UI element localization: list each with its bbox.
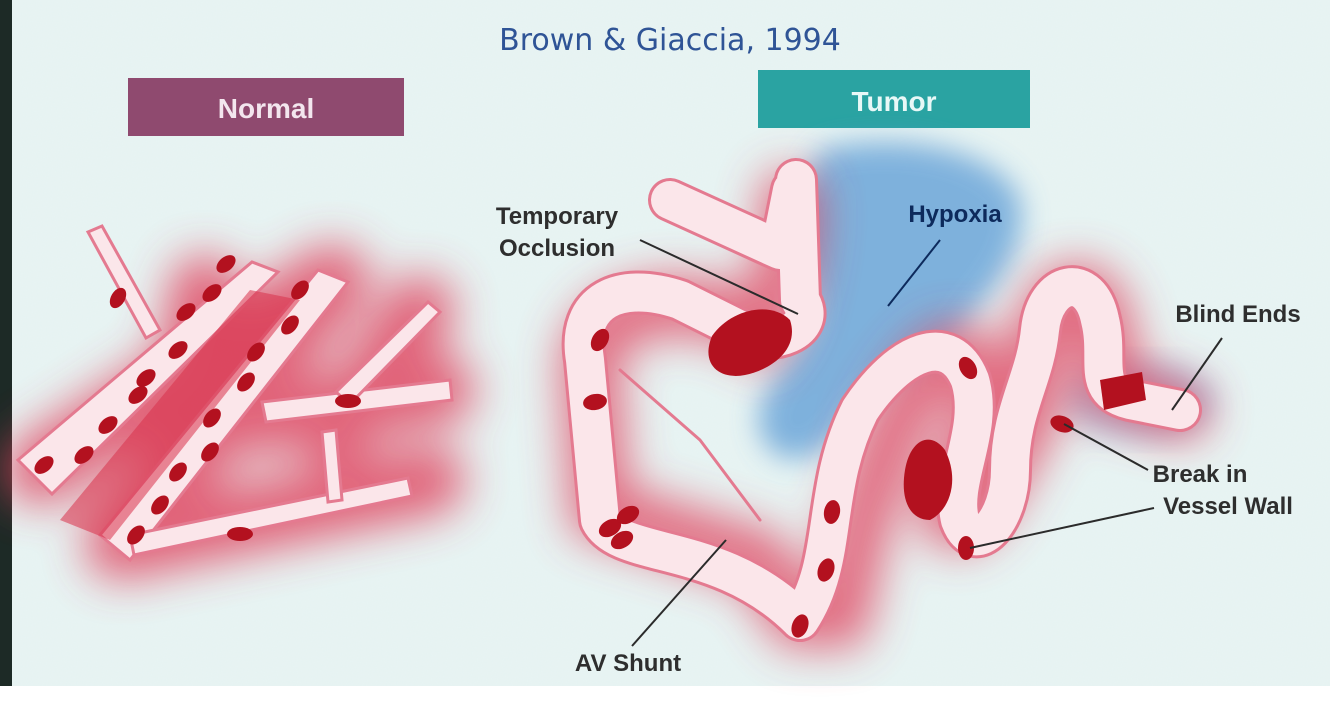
blind-ends-label: Blind Ends <box>1175 301 1300 328</box>
av-shunt-label: AV Shunt <box>575 650 681 677</box>
slide-edge <box>0 0 12 712</box>
slide-bottom-margin <box>0 686 1330 712</box>
temporary-occlusion-label-line2: Occlusion <box>499 235 615 262</box>
temporary-occlusion-label-line1: Temporary <box>496 203 619 230</box>
normal-title: Normal <box>218 93 314 124</box>
break-in-vessel-wall-label-line2: Vessel Wall <box>1163 493 1293 520</box>
tumor-title: Tumor <box>851 86 936 117</box>
rbc <box>227 527 253 541</box>
normal-panel-header: Normal <box>128 78 404 136</box>
hypoxia-label: Hypoxia <box>908 201 1002 228</box>
tumor-panel-header: Tumor <box>758 70 1030 128</box>
citation-text: Brown & Giaccia, 1994 <box>499 23 841 58</box>
rbc <box>335 394 361 408</box>
break-in-vessel-wall-label-line1: Break in <box>1153 461 1248 488</box>
